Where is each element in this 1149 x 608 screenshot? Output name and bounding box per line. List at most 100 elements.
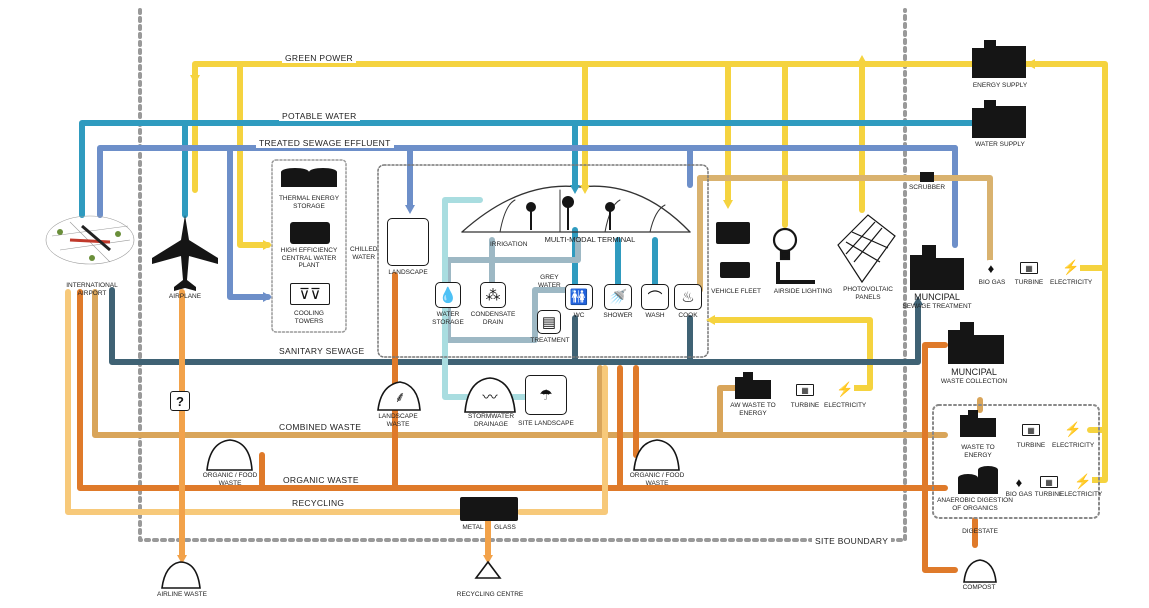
airside-lighting-label: AIRSIDE LIGHTING <box>773 288 833 295</box>
biogas-flame-icon-1: ♦ <box>984 260 998 276</box>
digestate-label: DIGESTATE <box>962 528 998 535</box>
airplane-label: AIRPLANE <box>168 293 202 300</box>
cook-icon: ♨ <box>674 284 702 310</box>
terminal-roof <box>461 185 691 233</box>
site-boundary-line <box>138 8 907 542</box>
bio-gas-label-2: BIO GAS <box>1005 491 1033 498</box>
waste-energy-box <box>932 404 1100 519</box>
organic-waste-flow <box>77 272 978 573</box>
aw-waste-to-energy-label: AW WASTE TO ENERGY <box>730 402 776 417</box>
landscape-label: LANDSCAPE <box>388 269 428 276</box>
electricity-icon-1: ⚡ <box>1062 258 1080 276</box>
electricity-label-2: ELECTRICITY <box>824 402 867 409</box>
turbine-icon-3: ▦ <box>1022 424 1040 436</box>
organic-food-waste-label-1: ORGANIC / FOOD WASTE <box>202 472 258 487</box>
wc-label: WC <box>573 312 585 319</box>
turbine-label-2: TURBINE <box>790 402 820 409</box>
site-landscape-icon: ☂ <box>525 375 567 415</box>
site-boundary-label: SITE BOUNDARY <box>812 536 892 546</box>
treatment-icon: ▤ <box>537 310 561 334</box>
electricity-icon-4: ⚡ <box>1074 472 1092 490</box>
treated-sewage-label: TREATED SEWAGE EFFLUENT <box>256 138 394 148</box>
sanitary-sewage-flow <box>109 287 921 365</box>
site-landscape-label: SITE LANDSCAPE <box>518 420 574 427</box>
airside-lighting-icon <box>772 227 798 261</box>
international-airport-label: INTERNATIONAL AIRPORT <box>66 282 118 297</box>
thermal-energy-storage-label: THERMAL ENERGY STORAGE <box>278 195 340 210</box>
airport-illustration <box>45 215 135 265</box>
water-storage-label: WATER STORAGE <box>432 311 464 326</box>
organic-waste-label: ORGANIC WASTE <box>280 475 362 485</box>
cook-label: COOK <box>678 312 698 319</box>
wash-label: WASH <box>645 312 665 319</box>
turbine-label-4: TURBINE <box>1034 491 1064 498</box>
multi-modal-terminal-label: MULTI-MODAL TERMINAL <box>544 235 636 244</box>
outline-icons <box>161 377 997 589</box>
glass-label: GLASS <box>494 524 516 531</box>
potable-water-label: POTABLE WATER <box>279 111 360 121</box>
energy-supply-label: ENERGY SUPPLY <box>972 82 1028 89</box>
landscape-node <box>387 218 429 266</box>
biogas-flame-icon-2: ♦ <box>1012 474 1026 490</box>
waste-to-energy-label: WASTE TO ENERGY <box>961 444 995 459</box>
cooling-towers-icon: ⊽⊽ <box>290 283 330 305</box>
stormwater-icon: 〰 <box>482 388 498 406</box>
landscape-waste-label: LANDSCAPE WASTE <box>378 413 418 428</box>
biogas-energy-flow <box>697 175 993 293</box>
organic-food-waste-label-2: ORGANIC / FOOD WASTE <box>629 472 685 487</box>
airplane-icon <box>152 215 218 291</box>
recycling-flow <box>65 289 608 515</box>
water-supply-label: WATER SUPPLY <box>975 141 1025 148</box>
shower-icon: 🚿 <box>604 284 632 310</box>
airline-waste-label: AIRLINE WASTE <box>157 591 207 598</box>
recycling-label: RECYCLING <box>289 498 348 508</box>
treated-sewage-flow <box>97 145 958 300</box>
cooling-towers-label: COOLING TOWERS <box>294 310 324 325</box>
electricity-label-3: ELECTRICITY <box>1052 442 1095 449</box>
green-power-label: GREEN POWER <box>282 53 357 63</box>
central-water-plant-label: HIGH EFFICIENCY CENTRAL WATER PLANT <box>280 247 338 269</box>
electricity-label-1: ELECTRICITY <box>1050 279 1093 286</box>
sanitary-sewage-label: SANITARY SEWAGE <box>276 346 368 356</box>
anaerobic-digestion-label: ANAEROBIC DIGESTION OF ORGANICS <box>937 497 1013 512</box>
water-storage-icon: 💧 <box>435 282 461 308</box>
photovoltaic-panels-label: PHOTOVOLTAIC PANELS <box>843 286 893 301</box>
turbine-label-1: TURBINE <box>1014 279 1044 286</box>
municipal-waste-sub: WASTE COLLECTION <box>940 378 1008 385</box>
arrow-heads <box>177 55 1035 564</box>
unknown-box: ? <box>170 391 190 411</box>
condensate-drain-label: CONDENSATE DRAIN <box>470 311 516 326</box>
municipal-waste-title: MUNCIPAL <box>951 367 997 377</box>
electricity-icon-3: ⚡ <box>1064 420 1082 438</box>
municipal-sewage-sub: SEWAGE TREATMENT <box>902 303 972 310</box>
bio-gas-label-1: BIO GAS <box>978 279 1006 286</box>
condensate-drain-icon: ⁂ <box>480 282 506 308</box>
terminal-box <box>377 164 709 358</box>
electricity-icon-2: ⚡ <box>836 380 854 398</box>
wc-icon: 🚻 <box>565 284 593 310</box>
irrigation-label: IRRIGATION <box>490 241 528 248</box>
municipal-sewage-title: MUNCIPAL <box>914 292 960 302</box>
treatment-label: TREATMENT <box>530 337 570 344</box>
combined-waste-label: COMBINED WASTE <box>276 422 365 432</box>
turbine-label-3: TURBINE <box>1016 442 1046 449</box>
turbine-icon-1: ▦ <box>1020 262 1038 274</box>
airline-waste-flow <box>179 289 491 558</box>
chilled-water-label: CHILLED WATER <box>350 246 378 261</box>
photovoltaic-panels-icon <box>837 214 896 284</box>
grey-water-label: GREY WATER <box>538 274 561 289</box>
scrubber-label: SCRUBBER <box>908 184 946 191</box>
stormwater-drainage-label: STORMWATER DRAINAGE <box>467 413 515 428</box>
wash-icon: ⌒ <box>641 284 669 310</box>
electricity-label-4: ELECTRICITY <box>1060 491 1103 498</box>
factory-icons <box>281 40 1026 521</box>
potable-water-flow <box>79 120 978 288</box>
palm-trees <box>526 196 615 230</box>
turbine-icon-4: ▦ <box>1040 476 1058 488</box>
airside-lighting-ground <box>776 262 815 284</box>
metal-label: METAL <box>462 524 484 531</box>
turbine-icon-2: ▦ <box>796 384 814 396</box>
recycling-centre-label: RECYCLING CENTRE <box>456 591 524 598</box>
landscape-waste-icon: ⸙ <box>394 389 406 406</box>
shower-label: SHOWER <box>603 312 633 319</box>
